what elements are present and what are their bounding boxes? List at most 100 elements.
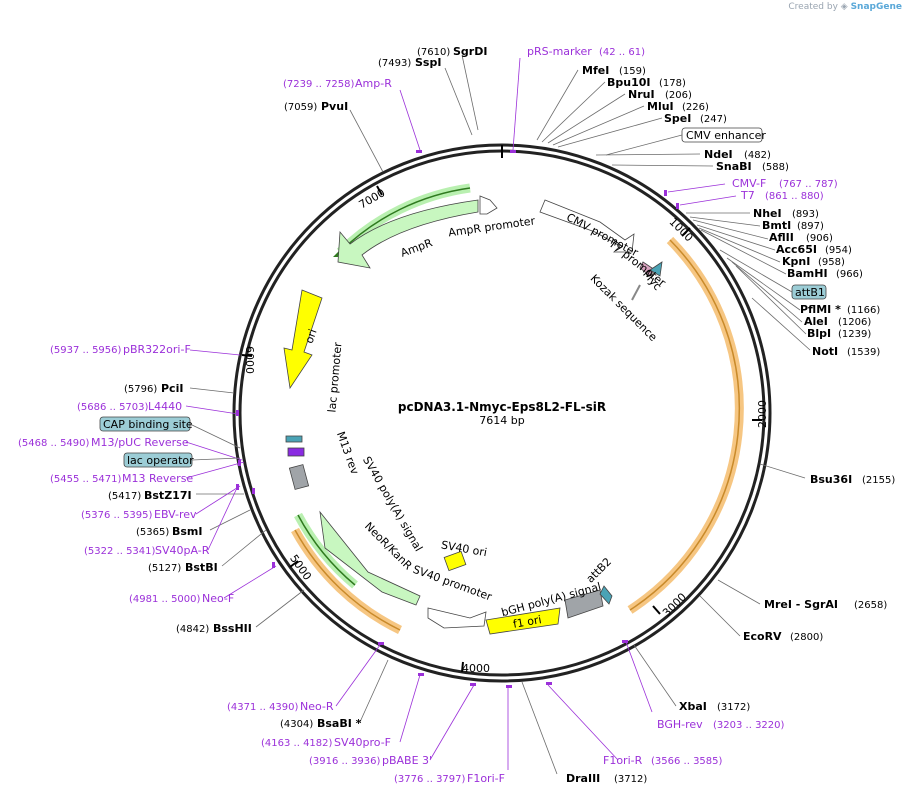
- enzyme-blpi: BlpI: [807, 327, 831, 340]
- enzyme-pos-bsshii: (4842): [176, 624, 209, 635]
- credit: Created by ◈ SnapGene: [788, 2, 902, 12]
- primer-labels: pRS-marker (42 .. 61) (7239 .. 7258) Amp…: [18, 45, 838, 785]
- enzyme-mlui: MluI: [647, 100, 674, 113]
- enzyme-pos-pcii: (5796): [124, 384, 157, 395]
- attb2-feature: [599, 585, 613, 605]
- primer-sv40pa-r: SV40pA-R: [155, 544, 210, 557]
- enzyme-pos-bsabi: (4304): [280, 719, 313, 730]
- feature-ampr: AmpR: [399, 236, 435, 260]
- enzyme-pos-bmti: (897): [797, 221, 824, 232]
- primer-cmv-f: CMV-F: [732, 177, 766, 190]
- feature-m13-rev: M13 rev: [334, 430, 362, 477]
- enzyme-labels: (7610) SgrDI (7493) SspI (7059) PvuI Mfe…: [108, 45, 895, 785]
- primer-prs-marker: pRS-marker: [527, 45, 592, 58]
- enzyme-pos-nhei: (893): [792, 209, 819, 220]
- attb1-label: attB1: [795, 286, 825, 299]
- enzyme-pos-bsu36i: (2155): [862, 475, 895, 486]
- enzyme-pvui: PvuI: [321, 100, 348, 113]
- tick-4000: [461, 661, 464, 673]
- tick-label-3000: 3000: [660, 590, 689, 619]
- primer-pos-sv40pa-r: (5322 .. 5341): [84, 546, 156, 557]
- primer-pos-neo-f: (4981 .. 5000): [129, 594, 201, 605]
- primer-pos-l4440: (5686 .. 5703): [77, 402, 149, 413]
- lac-operator-label: lac operator: [127, 454, 194, 467]
- kozak-feature: [631, 284, 641, 301]
- primer-pos-f1ori-r: (3566 .. 3585): [651, 756, 723, 767]
- feature-lac-promoter: lac promoter: [325, 341, 344, 413]
- primer-pbabe-3: pBABE 3': [382, 754, 432, 767]
- tick-label-7000: 7000: [357, 186, 388, 211]
- enzyme-pos-mrei-sgrai: (2658): [854, 600, 887, 611]
- primer-f1ori-r: F1ori-R: [603, 754, 643, 767]
- enzyme-ecorv: EcoRV: [743, 630, 782, 643]
- primer-pos-prs-marker: (42 .. 61): [599, 47, 645, 58]
- enzyme-pos-nrui: (206): [665, 90, 692, 101]
- enzyme-pos-acc65i: (954): [825, 245, 852, 256]
- tick-7000: [376, 185, 383, 196]
- credit-brand: SnapGene: [850, 2, 902, 12]
- enzyme-bstz17i: BstZ17I: [144, 489, 192, 502]
- tick-5000: [289, 560, 299, 568]
- primer-bgh-rev: BGH-rev: [657, 718, 703, 731]
- tick-label-2000: 2000: [756, 400, 769, 428]
- primer-pos-pbr322ori-f: (5937 .. 5956): [50, 345, 122, 356]
- sv40-ori-feature: [443, 550, 467, 572]
- enzyme-pos-bamhi: (966): [836, 269, 863, 280]
- enzyme-draiii: DraIII: [566, 772, 600, 785]
- enzyme-pos-noti: (1539): [847, 347, 880, 358]
- ampr-promoter-feature: [479, 195, 498, 215]
- primer-pos-m13-reverse: (5455 .. 5471): [50, 474, 122, 485]
- primer-sv40pro-f: SV40pro-F: [334, 736, 391, 749]
- enzyme-snabi: SnaBI: [716, 160, 752, 173]
- enzyme-pos-spei: (247): [700, 114, 727, 125]
- tick-label-6000: 6000: [243, 346, 256, 374]
- primer-pos-amp-r: (7239 .. 7258): [283, 79, 355, 90]
- insert-arc-line: [629, 239, 740, 611]
- ampr-feature: [337, 199, 479, 269]
- primer-pbr322ori-f: pBR322ori-F: [123, 343, 191, 356]
- enzyme-mrei-sgrai: MreI - SgrAI: [764, 598, 838, 611]
- primer-m13-reverse: M13 Reverse: [122, 472, 193, 485]
- enzyme-bsshii: BssHII: [213, 622, 252, 635]
- enzyme-acc65i: Acc65I: [776, 243, 817, 256]
- enzyme-pos-bpu10i: (178): [659, 78, 686, 89]
- enzyme-bmti: BmtI: [762, 219, 791, 232]
- primer-leaders: [185, 57, 737, 770]
- primer-pos-neo-r: (4371 .. 4390): [227, 702, 299, 713]
- myc-feature: [639, 261, 656, 277]
- cap-binding-label: CAP binding site: [103, 418, 193, 431]
- tick-label-4000: 4000: [462, 662, 490, 675]
- primer-pos-bgh-rev: (3203 .. 3220): [713, 720, 785, 731]
- primer-t7: T7: [740, 189, 755, 202]
- enzyme-pos-mlui: (226): [682, 102, 709, 113]
- primer-pos-t7: (861 .. 880): [765, 191, 824, 202]
- enzyme-pos-blpi: (1239): [838, 329, 871, 340]
- enzyme-pos-ecorv: (2800): [790, 632, 823, 643]
- enzyme-bamhi: BamHI: [787, 267, 828, 280]
- feature-ampr-promoter: AmpR promoter: [447, 214, 536, 239]
- attb1-feature: [649, 261, 663, 277]
- m13-feature: [287, 447, 305, 457]
- enzyme-pos-ndei: (482): [744, 150, 771, 161]
- enzyme-leaders: [189, 54, 811, 775]
- sv40-promoter-feature: [427, 607, 487, 629]
- primer-pos-f1ori-f: (3776 .. 3797): [394, 774, 466, 785]
- enzyme-bsabi: BsaBI *: [317, 717, 362, 730]
- primer-l4440: L4440: [148, 400, 182, 413]
- primer-pos-pbabe-3: (3916 .. 3936): [309, 756, 381, 767]
- enzyme-pos-bstbi: (5127): [148, 563, 181, 574]
- primer-pos-sv40pro-f: (4163 .. 4182): [261, 738, 333, 749]
- enzyme-pos-xbai: (3172): [717, 702, 750, 713]
- plasmid-length: 7614 bp: [479, 414, 524, 427]
- enzyme-pflmi: PflMI *: [800, 303, 841, 316]
- enzyme-pos-pvui: (7059): [284, 102, 317, 113]
- enzyme-pcii: PciI: [161, 382, 183, 395]
- enzyme-mfei: MfeI: [582, 64, 609, 77]
- enzyme-aflii: AflII: [769, 231, 794, 244]
- lac-operator-feature: [285, 435, 303, 443]
- enzyme-alei: AleI: [804, 315, 828, 328]
- primer-pos-m13-puc-reverse: (5468 .. 5490): [18, 438, 90, 449]
- sv40-polya-feature: [288, 464, 310, 490]
- enzyme-noti: NotI: [812, 345, 838, 358]
